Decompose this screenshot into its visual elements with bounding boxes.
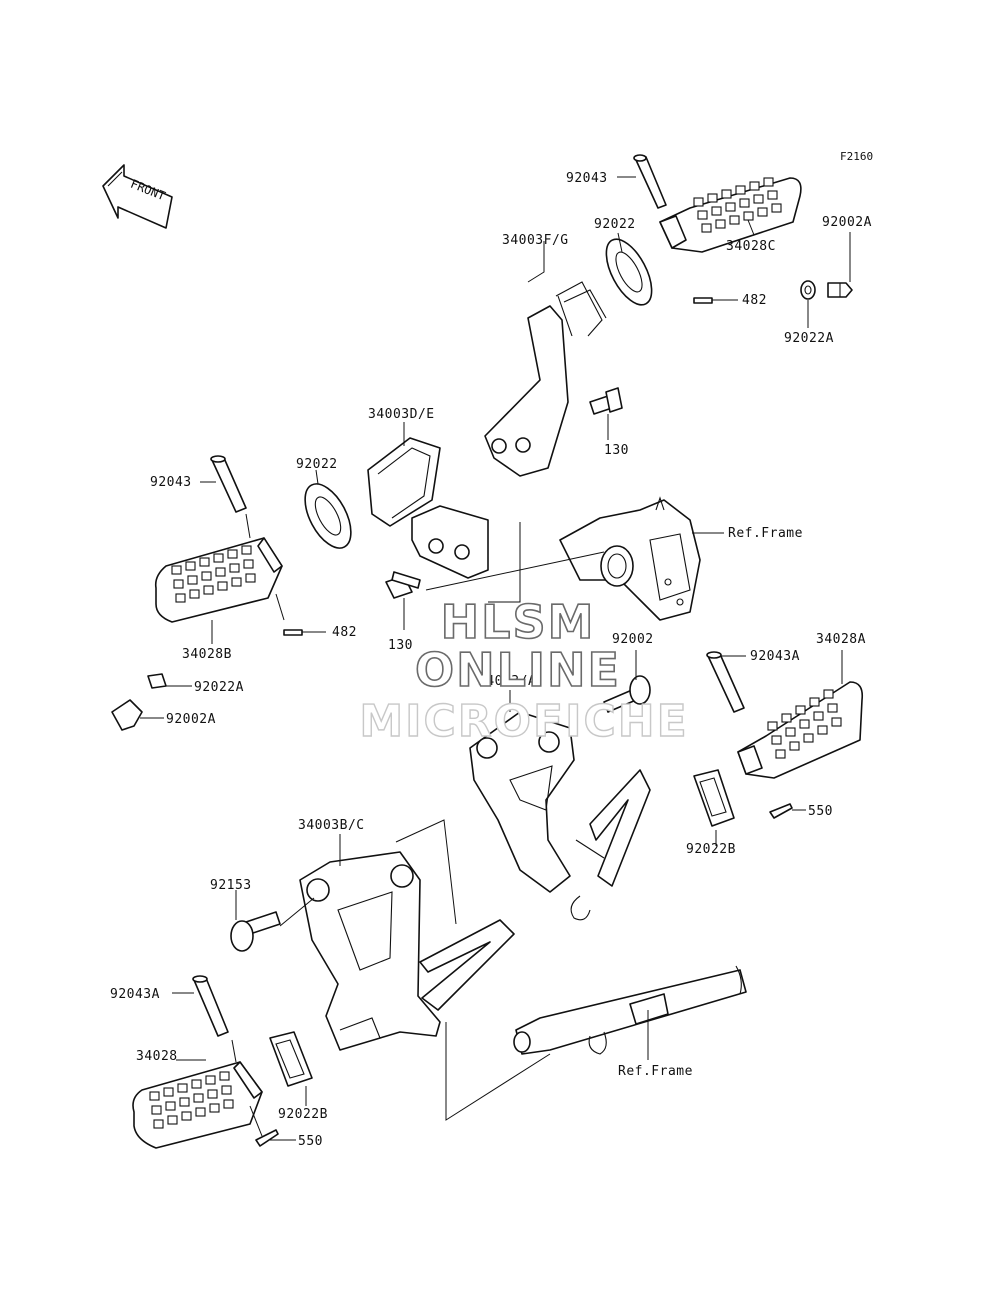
figure-code: F2160 [840,150,873,163]
leader-lines [140,176,851,1141]
label-92043A-right: 92043A [750,649,800,664]
bolt-92153 [230,911,281,952]
pin-92043-left [210,455,247,513]
label-130-left: 130 [388,638,413,653]
label-34028: 34028 [136,1049,178,1064]
watermark-line2: ONLINE [415,643,621,697]
label-34003FG: 34003F/G [502,233,569,248]
label-92022A-top: 92022A [784,331,834,346]
pin-92043A-left [192,975,229,1037]
pin-92043A-right [706,651,745,713]
watermark-line1: HLSM [441,595,596,649]
label-34028B: 34028B [182,647,232,662]
label-130-top: 130 [604,443,629,458]
detent-ball-92002A-left [111,699,143,731]
part-labels: 92043 92022 34003F/G 34028C 482 92002A 9… [110,171,872,1149]
label-ref-frame-top: Ref.Frame [728,526,803,541]
footpeg-34028 [132,1061,263,1149]
label-92043-top: 92043 [566,171,608,186]
watermark-line3: MICROFICHE [359,696,688,747]
cotter-pin-482-left [283,629,303,636]
cotter-pin-550-right [769,803,793,819]
ref-frame-top-part [559,496,701,621]
cotter-pin-482-top [693,297,713,304]
footpeg-34028A [737,681,864,779]
bracket-34003BC [299,851,515,1051]
footpeg-34028C [659,177,802,253]
bracket-34003FG [484,281,607,477]
label-92043A-left: 92043A [110,987,160,1002]
label-550-right: 550 [808,804,833,819]
label-34003BC: 34003B/C [298,818,365,833]
label-92002A-left: 92002A [166,712,216,727]
label-550-left: 550 [298,1134,323,1149]
spring-92022A-left [147,673,167,689]
spring-92022A-top [800,280,816,300]
washer-92022-left [304,483,352,549]
bracket-34003A [469,711,651,921]
rubber-92022B-right [693,769,735,827]
label-482-top: 482 [742,293,767,308]
label-92022B-right: 92022B [686,842,736,857]
watermark: HLSM ONLINE MICROFICHE [359,594,688,748]
label-92002A-top: 92002A [822,215,872,230]
footpeg-34028B [154,537,283,623]
label-92043-left: 92043 [150,475,192,490]
label-92022A-left: 92022A [194,680,244,695]
label-34003DE: 34003D/E [368,407,435,422]
label-92022-left: 92022 [296,457,338,472]
label-92153: 92153 [210,878,252,893]
label-482-left: 482 [332,625,357,640]
washer-92022-top [605,238,653,306]
pin-92043-top [633,154,667,209]
label-92022-top: 92022 [594,217,636,232]
bolt-92002 [603,675,651,713]
bolt-130-top [589,387,623,415]
ref-frame-bottom-part [513,965,747,1055]
front-arrow-icon: FRONT [102,164,173,229]
label-34028A: 34028A [816,632,866,647]
label-92002: 92002 [612,632,654,647]
bracket-34003DE [367,437,489,579]
label-34028C: 34028C [726,239,776,254]
detent-ball-92002A-top [827,282,853,298]
label-92022B-left: 92022B [278,1107,328,1122]
bolt-130-left [385,571,421,599]
cotter-pin-550-left [255,1129,279,1147]
label-ref-frame-bottom: Ref.Frame [618,1064,693,1079]
rubber-92022B-left [269,1031,313,1087]
label-34003A: 34003/A [478,674,536,689]
